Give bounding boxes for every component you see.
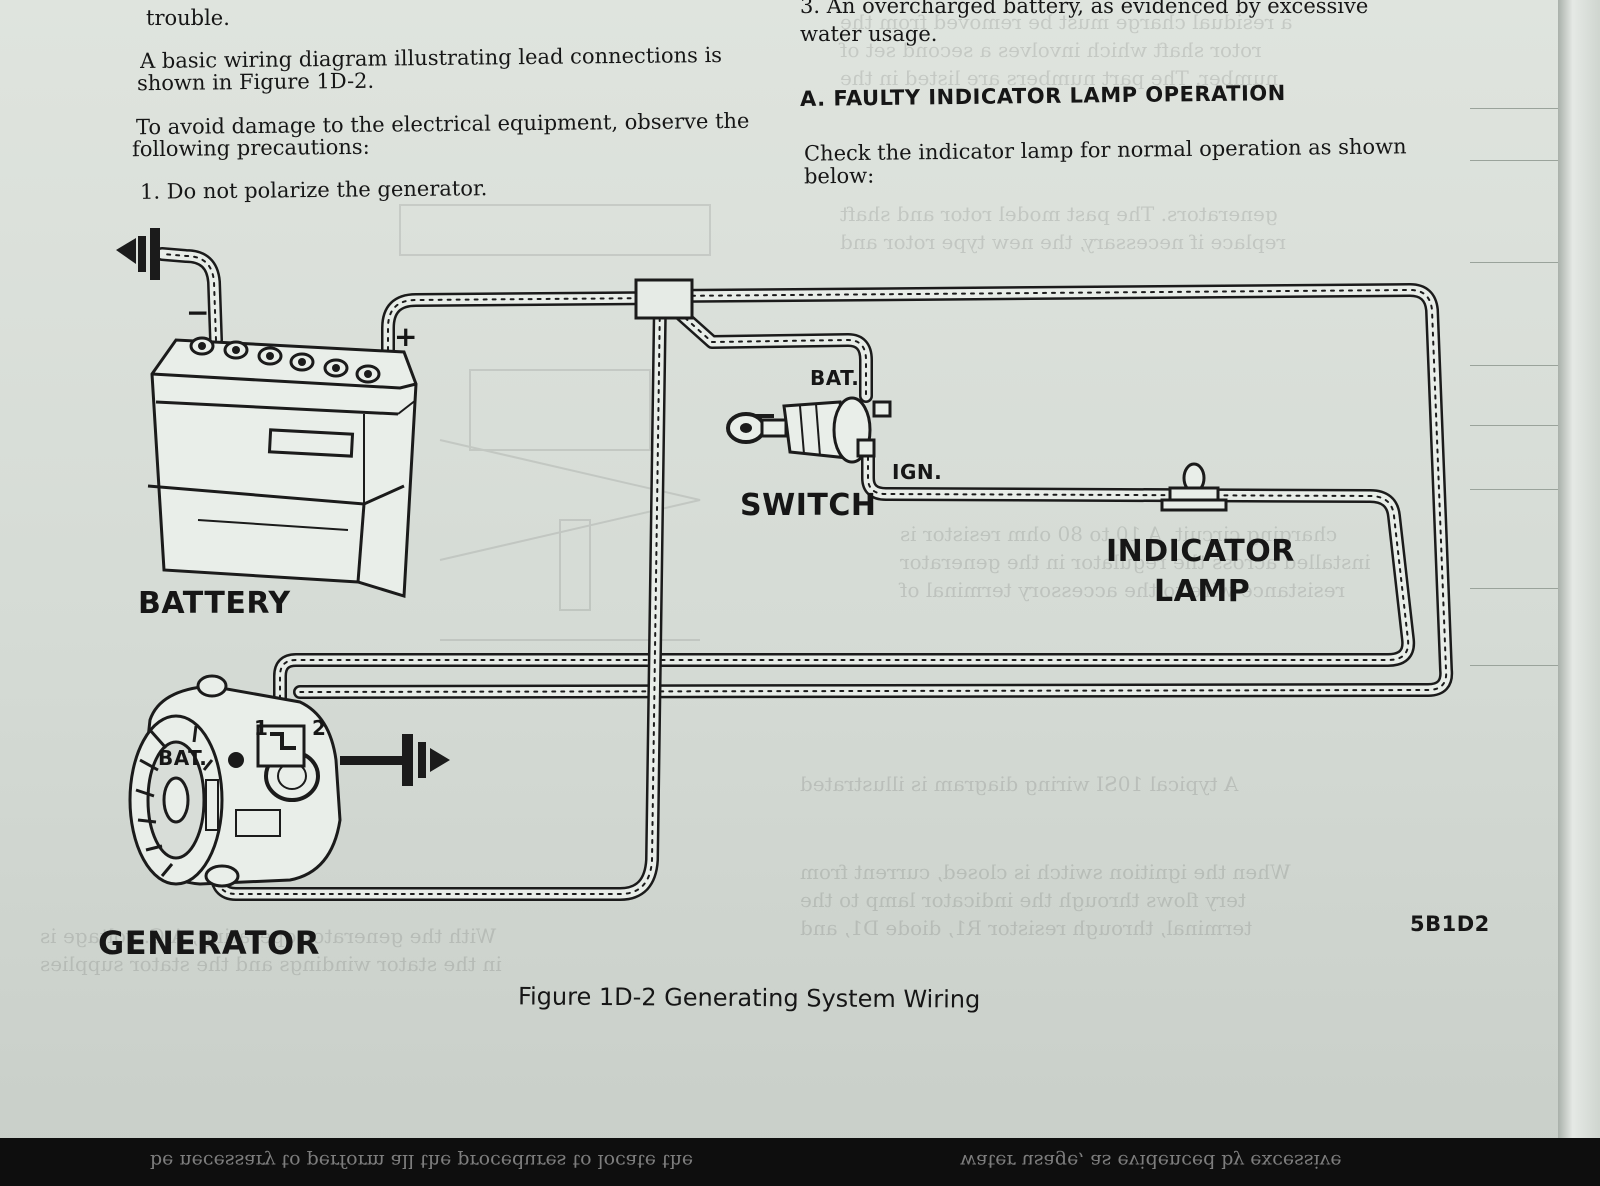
page-edge [1558,0,1600,1160]
bottom-dark-strip [0,1138,1600,1186]
switch-bat-terminal-label: BAT. [810,366,860,390]
page-rule [1470,160,1558,161]
indicator-lamp-label-line2: LAMP [1154,574,1251,609]
bottom-mirrored-text-right: water usage, as evidenced by excessive [960,1150,1342,1172]
page-rule [1470,489,1558,490]
generator-terminal-2-label: 2 [312,716,327,740]
generator-icon [128,674,342,888]
list-item-3-line2: water usage. [800,22,938,46]
page-rule [1470,108,1558,109]
switch-ign-terminal-label: IGN. [892,460,943,484]
page-rule [1470,365,1558,366]
list-item-3-line1: 3. An overcharged battery, as evidenced … [800,0,1369,18]
battery-icon [147,336,418,598]
page-rule [1470,588,1558,589]
wire-battery-positive [381,291,672,375]
switch-label: SWITCH [740,488,877,523]
bottom-mirrored-text-left: be necessary to perform all the procedur… [150,1150,694,1172]
ground-symbol-battery [116,228,160,280]
junction-block [634,278,694,320]
figure-code: 5B1D2 [1410,912,1490,936]
battery-minus-label: − [186,296,210,329]
text-trouble: trouble. [146,6,230,30]
ignition-switch-icon [726,396,892,464]
generator-bat-terminal-label: BAT. [158,746,208,770]
battery-plus-label: + [394,320,418,353]
indicator-lamp-label-line1: INDICATOR [1106,534,1295,569]
page-rule [1470,665,1558,666]
indicator-lamp-icon [1160,462,1228,512]
battery-label: BATTERY [138,586,291,621]
page-rule [1470,262,1558,263]
wiring-diagram [116,204,1454,901]
ground-symbol-generator [340,734,450,786]
generator-label: GENERATOR [98,924,320,962]
figure-caption: Figure 1D-2 Generating System Wiring [517,982,981,1014]
generator-terminal-1-label: 1 [254,716,269,740]
page-rule [1470,425,1558,426]
bleed-through-schematic [399,204,711,641]
